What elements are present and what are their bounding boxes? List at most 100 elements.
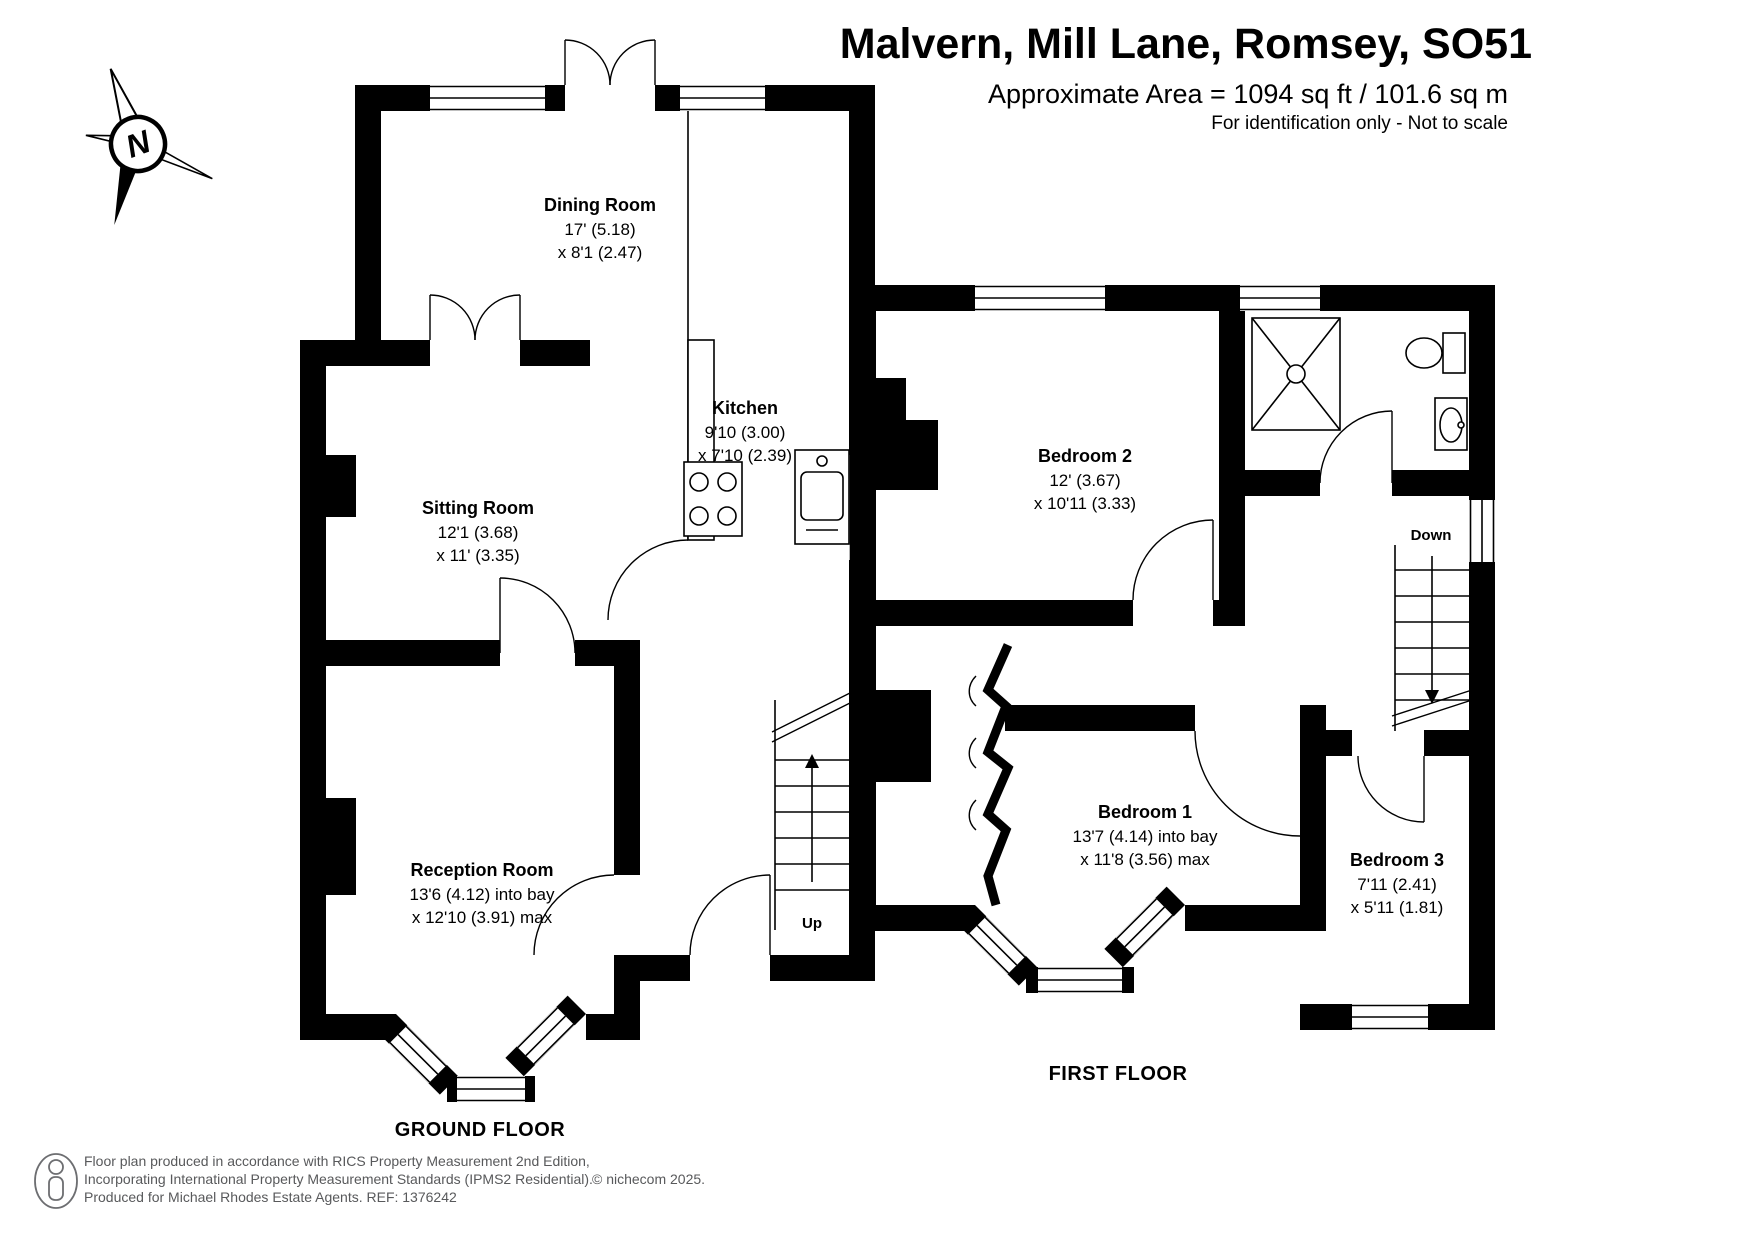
- sitting-room-label: Sitting Room 12'1 (3.68) x 11' (3.35): [422, 498, 534, 565]
- dining-room-label: Dining Room 17' (5.18) x 8'1 (2.47): [544, 195, 656, 262]
- copyright-text: © nichecom 2025.: [592, 1171, 705, 1187]
- gf-sitting-bottom-wall-left: [300, 640, 500, 666]
- bedroom1-door-arc: [1194, 730, 1301, 837]
- svg-text:12'1 (3.68): 12'1 (3.68): [438, 523, 519, 542]
- gf-sitting-top-wall-left: [300, 340, 430, 366]
- bedroom1-label: Bedroom 1 13'7 (4.14) into bay x 11'8 (3…: [1072, 802, 1218, 869]
- identification-note: For identification only - Not to scale: [1211, 113, 1508, 134]
- svg-text:x 8'1 (2.47): x 8'1 (2.47): [558, 243, 643, 262]
- gf-sitting-top-wall-right: [520, 340, 590, 366]
- svg-text:Dining Room: Dining Room: [544, 195, 656, 215]
- header: Malvern, Mill Lane, Romsey, SO51 Approxi…: [840, 20, 1532, 134]
- sitting-door-arc: [499, 577, 576, 654]
- svg-text:13'6 (4.12) into bay: 13'6 (4.12) into bay: [409, 885, 555, 904]
- first-floor-label: FIRST FLOOR: [1049, 1063, 1188, 1085]
- gf-reception-bottom-wall-right: [586, 1014, 614, 1040]
- sink-icon: [794, 449, 850, 545]
- svg-text:x 11'8 (3.56) max: x 11'8 (3.56) max: [1080, 850, 1210, 869]
- svg-text:7'11 (2.41): 7'11 (2.41): [1357, 875, 1436, 894]
- reception-chimney-breast: [326, 798, 356, 895]
- svg-text:13'7 (4.14) into bay: 13'7 (4.14) into bay: [1072, 827, 1218, 846]
- bedroom2-door-arc: [1132, 519, 1214, 601]
- front-door-arc: [689, 874, 771, 956]
- kitchen-label: Kitchen 9'10 (3.00) x 7'10 (2.39): [698, 398, 792, 465]
- sitting-double-door: [429, 294, 521, 341]
- first-floor-plan: Down: [850, 285, 1495, 1085]
- compass-icon: N: [85, 68, 213, 226]
- gf-entrance-double-door: [564, 39, 656, 111]
- bedroom1-zigzag-wall: [968, 643, 1014, 907]
- svg-text:x 7'10 (2.39): x 7'10 (2.39): [698, 446, 792, 465]
- svg-text:Bedroom 1: Bedroom 1: [1098, 802, 1192, 822]
- svg-text:x 11' (3.35): x 11' (3.35): [436, 546, 519, 565]
- ff-right-wall: [1469, 285, 1495, 1030]
- ff-shower-window: [1240, 285, 1320, 311]
- shower-door-arc: [1319, 410, 1393, 484]
- shower-cubicle-icon: [1251, 317, 1341, 431]
- svg-text:x 5'11 (1.81): x 5'11 (1.81): [1351, 898, 1444, 917]
- svg-text:12' (3.67): 12' (3.67): [1049, 471, 1120, 490]
- ground-floor-plan: Up: [300, 39, 875, 1141]
- svg-text:Kitchen: Kitchen: [712, 398, 778, 418]
- ff-bedroom2-window: [975, 285, 1105, 311]
- footer: Floor plan produced in accordance with R…: [34, 1153, 705, 1209]
- gf-hall-bottom-wall-left: [614, 955, 690, 981]
- ff-bed1-top-wall: [1005, 705, 1195, 731]
- ff-bed3-window: [1352, 1004, 1428, 1030]
- ff-staircase: Down: [1391, 527, 1473, 731]
- gf-hall-divider-wall: [614, 666, 640, 875]
- footer-line1: Floor plan produced in accordance with R…: [84, 1153, 590, 1169]
- bedroom3-label: Bedroom 3 7'11 (2.41) x 5'11 (1.81): [1350, 850, 1444, 917]
- footer-line2: Incorporating International Property Mea…: [84, 1171, 593, 1187]
- basin-icon: [1434, 397, 1468, 451]
- bedroom2-wall-recess: [876, 378, 906, 422]
- gf-staircase: Up: [771, 691, 853, 932]
- svg-text:x 10'11 (3.33): x 10'11 (3.33): [1034, 494, 1136, 513]
- kitchen-door-arc: [607, 539, 689, 621]
- ff-shower-bottom-wall-left: [1219, 470, 1320, 496]
- stove-icon: [683, 461, 743, 537]
- svg-text:Sitting Room: Sitting Room: [422, 498, 534, 518]
- bedroom3-door-arc: [1357, 755, 1425, 823]
- ff-top-wall: [850, 285, 1495, 311]
- ff-bed3-top-wall-right: [1424, 730, 1469, 756]
- svg-text:x 12'10 (3.91) max: x 12'10 (3.91) max: [412, 908, 553, 927]
- ff-stairs-window: [1469, 500, 1495, 562]
- ff-shower-bottom-wall-right: [1392, 470, 1469, 496]
- gf-dining-window-left: [430, 85, 545, 111]
- toilet-icon: [1405, 332, 1466, 374]
- ff-bed1-bottom-wall-left: [850, 905, 975, 931]
- svg-text:9'10 (3.00): 9'10 (3.00): [705, 423, 786, 442]
- up-arrow-head: [805, 754, 819, 768]
- down-arrow-head: [1425, 690, 1439, 704]
- ff-bed1-bed3-divider: [1300, 705, 1326, 931]
- ff-bay-window: [956, 886, 1185, 993]
- ff-bed2-bottom-wall: [850, 600, 1133, 626]
- ff-bed3-top-wall-left: [1326, 730, 1352, 756]
- reception-door-arc: [533, 874, 615, 956]
- approximate-area: Approximate Area = 1094 sq ft / 101.6 sq…: [988, 79, 1508, 109]
- svg-text:Bedroom 3: Bedroom 3: [1350, 850, 1444, 870]
- bedroom2-chimney-breast: [876, 420, 938, 490]
- gf-dining-left-wall: [355, 85, 381, 340]
- gf-dining-window-right: [680, 85, 765, 111]
- ff-landing-left-wall: [1219, 496, 1245, 626]
- svg-text:Bedroom 2: Bedroom 2: [1038, 446, 1132, 466]
- ff-bed1-bottom-wall-right: [1185, 905, 1326, 931]
- page-title: Malvern, Mill Lane, Romsey, SO51: [840, 20, 1532, 68]
- up-label: Up: [802, 915, 822, 932]
- gf-hall-bottom-wall-right: [770, 955, 875, 981]
- sitting-chimney-breast: [326, 455, 356, 517]
- bedroom2-label: Bedroom 2 12' (3.67) x 10'11 (3.33): [1034, 446, 1136, 513]
- footer-line3: Produced for Michael Rhodes Estate Agent…: [84, 1189, 457, 1205]
- down-label: Down: [1411, 527, 1452, 544]
- ff-shower-divider: [1219, 311, 1245, 470]
- ground-floor-label: GROUND FLOOR: [395, 1119, 565, 1141]
- svg-text:17' (5.18): 17' (5.18): [564, 220, 635, 239]
- svg-text:Reception Room: Reception Room: [410, 860, 553, 880]
- gf-reception-bottom-wall-left: [300, 1014, 396, 1040]
- reception-room-label: Reception Room 13'6 (4.12) into bay x 12…: [409, 860, 555, 927]
- gf-bay-window: [377, 995, 586, 1102]
